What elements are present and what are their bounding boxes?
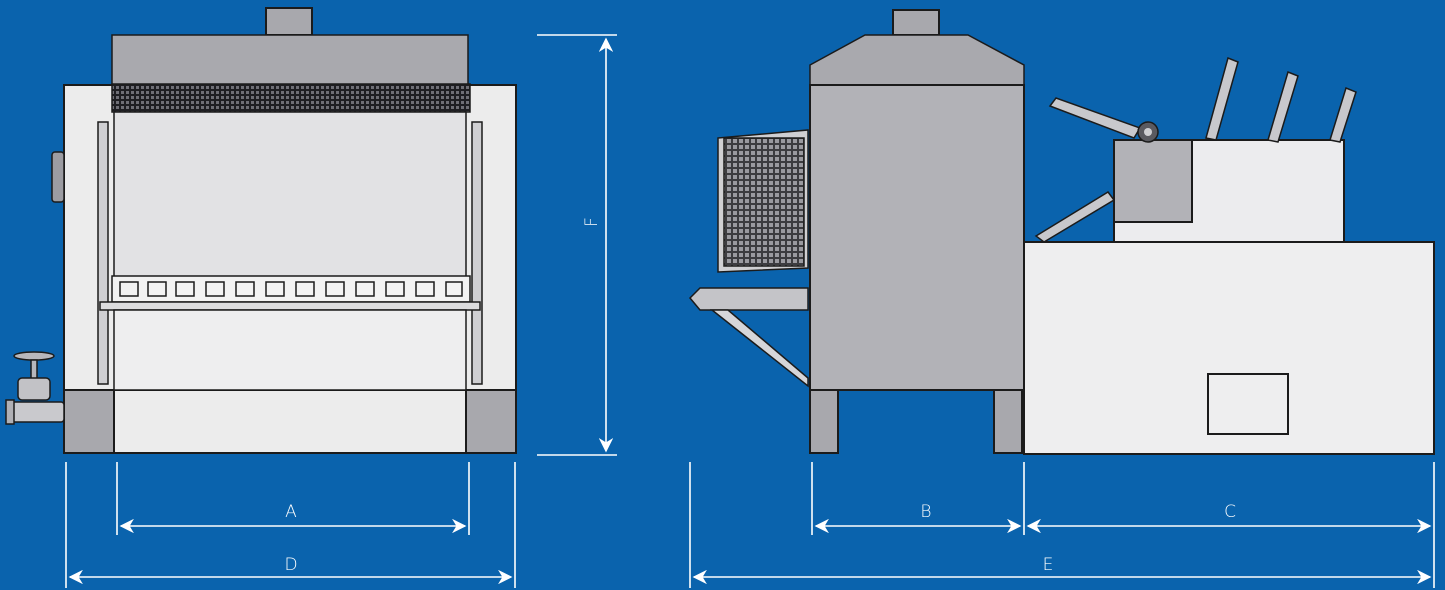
side-inspection-hatch [1207, 373, 1289, 435]
side-leg-left [809, 389, 839, 454]
front-left-rail [97, 121, 109, 385]
front-view-machine [5, 7, 517, 454]
side-upper-box-dark [1113, 139, 1193, 223]
front-side-knob [51, 151, 65, 203]
front-mesh-band [111, 83, 471, 113]
side-mesh-door [723, 137, 805, 267]
dim-label-c: C [1224, 502, 1236, 522]
front-base-panel [113, 389, 467, 454]
dim-label-a: A [285, 502, 297, 522]
side-lever-2 [1267, 70, 1299, 143]
side-chimney [892, 9, 940, 36]
front-right-rail [471, 121, 483, 385]
side-infeed-table [688, 287, 809, 311]
dim-label-e: E [1043, 555, 1054, 575]
dim-label-b: B [920, 502, 931, 522]
side-lever-left-lower [1034, 191, 1116, 243]
side-lever-left-upper [1048, 97, 1142, 139]
dim-label-d: D [284, 555, 297, 575]
front-shelf [99, 301, 481, 311]
front-hood [111, 34, 469, 86]
side-pivot-hub [1144, 128, 1152, 136]
side-view-machine [688, 9, 1435, 455]
front-chimney [265, 7, 313, 36]
front-left-leg [63, 389, 115, 454]
side-hood [809, 34, 1025, 86]
dim-label-f: F [582, 217, 602, 227]
dimension-lines [65, 34, 1435, 588]
side-infeed-brace [709, 309, 809, 388]
front-window [113, 111, 467, 278]
side-leg-right [993, 389, 1023, 454]
side-lever-1 [1205, 56, 1239, 141]
valve-icon [5, 351, 65, 425]
front-right-leg [465, 389, 517, 454]
front-lower-panel [113, 309, 467, 391]
front-roller-band [111, 275, 471, 303]
side-cabinet [809, 84, 1025, 391]
front-rollers [119, 281, 463, 297]
side-lever-3 [1329, 87, 1357, 143]
